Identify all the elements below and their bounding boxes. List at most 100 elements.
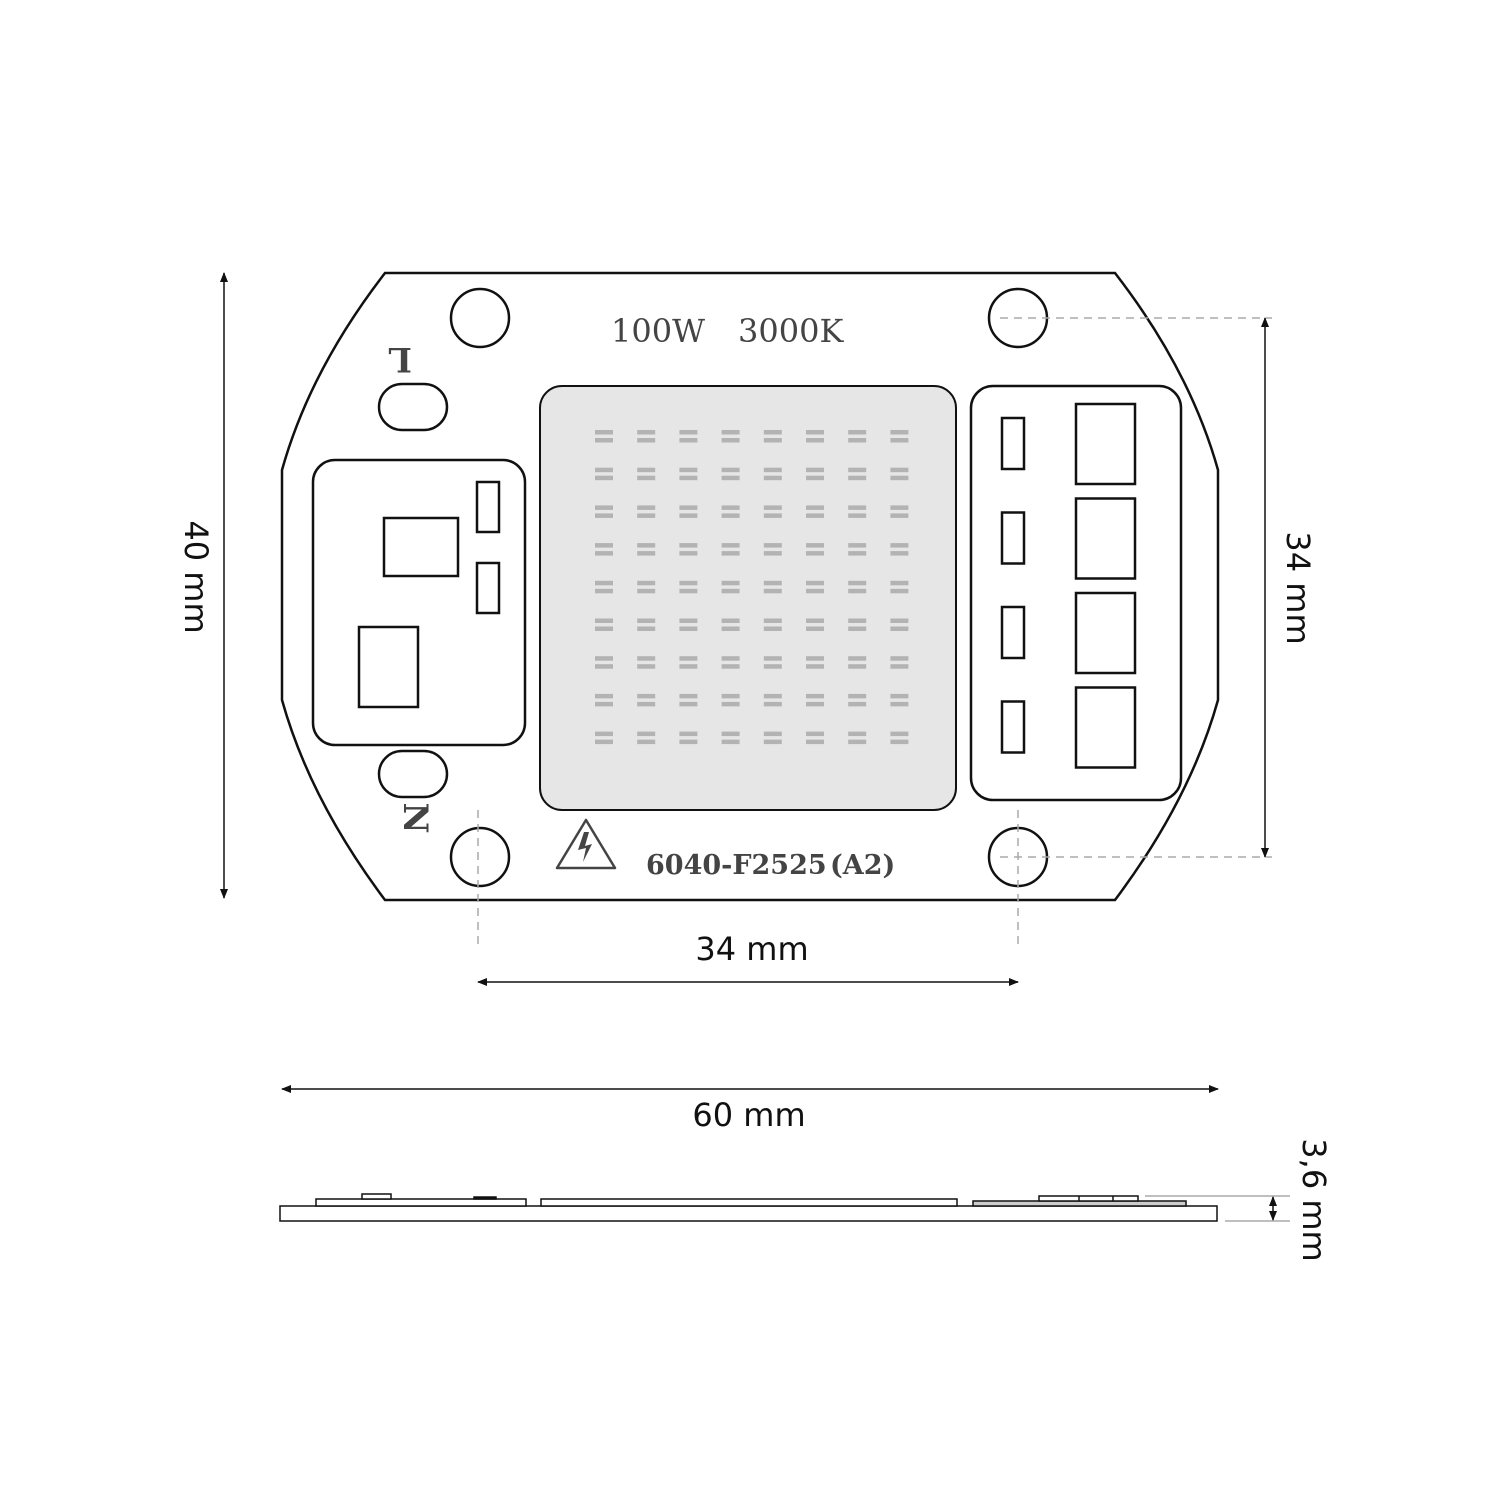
led-chip [595,430,613,435]
component [475,480,501,534]
led-chip [637,739,656,745]
led-chip [806,693,824,699]
led-chip [763,701,782,707]
power-label: 100W [611,312,705,350]
led-area [539,385,957,811]
high-voltage-warning-icon [555,818,617,870]
led-chip [721,551,740,556]
led-chip [721,438,740,443]
side-view [279,1193,1218,1222]
led-chip [848,475,867,481]
led-chip [679,467,698,473]
led-chip [595,513,613,518]
led-chip [890,438,909,443]
led-chip [763,580,782,586]
solder-pad-l [377,382,449,432]
led-chip [806,656,824,661]
led-chip [806,664,824,669]
led-chip [890,551,909,556]
led-chip [806,513,824,518]
horizontal-hole-spacing-label: 34 mm [695,930,808,968]
component [475,561,501,615]
led-chip [637,438,656,443]
led-chip [637,731,656,737]
terminal-n-label: N [395,802,435,833]
led-chip [806,438,824,443]
led-chip [890,588,909,594]
led-chip [806,467,824,473]
led-chip [679,626,698,631]
led-chip [595,626,613,631]
led-chip [637,430,656,435]
component [1000,700,1026,754]
led-chip [679,588,698,594]
led-chip [595,580,613,586]
component [1074,686,1137,769]
led-chip [679,580,698,586]
terminal-l-label: L [388,339,412,379]
led-chip [679,693,698,699]
component [1000,605,1026,660]
led-chip [637,656,656,661]
led-chip [763,505,782,510]
led-chip [595,664,613,669]
thickness-dimension-label: 3,6 mm [1295,1138,1333,1261]
led-chip [848,731,867,737]
led-chip [595,731,613,737]
component [382,516,460,578]
led-chip [848,467,867,473]
led-chip [595,693,613,699]
led-chip [890,618,909,623]
led-chip [637,543,656,548]
led-chip [721,505,740,510]
led-chip [848,430,867,435]
led-chip [806,505,824,510]
component [1000,511,1026,565]
component [357,625,420,709]
led-chip [637,580,656,586]
led-chip [637,551,656,556]
led-chip [679,513,698,518]
led-chip [637,588,656,594]
led-chip [679,551,698,556]
driver-area-right [969,384,1183,802]
led-chip [721,467,740,473]
led-chip [806,739,824,745]
led-chip [637,618,656,623]
led-chip [595,739,613,745]
led-chip [763,588,782,594]
mounting-hole [449,287,511,349]
led-chip [890,430,909,435]
led-chip [637,467,656,473]
led-chip [848,664,867,669]
led-chip [595,467,613,473]
led-chip [721,664,740,669]
led-chip [848,701,867,707]
led-chip [890,664,909,669]
led-chip [637,505,656,510]
led-chip [890,731,909,737]
component [1074,497,1137,580]
guide-lines [477,317,1272,945]
led-chip [595,618,613,623]
mounting-hole [449,826,511,888]
led-chip [848,656,867,661]
led-chip [763,551,782,556]
led-chip [763,664,782,669]
led-chip [679,618,698,623]
led-chip [595,505,613,510]
led-chip [763,543,782,548]
led-chip [595,656,613,661]
led-chip [763,467,782,473]
led-chip [763,693,782,699]
led-chip [721,626,740,631]
led-chip [721,580,740,586]
led-chip [848,739,867,745]
led-chip [806,551,824,556]
led-chip [721,543,740,548]
led-chip [848,543,867,548]
led-chip [595,438,613,443]
led-chip [848,580,867,586]
model-label: 6040-F2525 [646,850,827,881]
led-chip [806,618,824,623]
